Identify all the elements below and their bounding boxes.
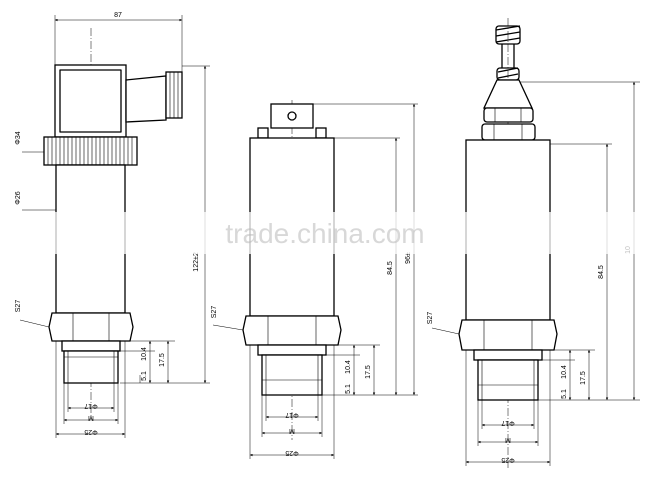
dim-5-1: 5.1 (561, 389, 568, 399)
hex-nut (458, 319, 558, 351)
dim-17-5: 17.5 (580, 371, 587, 385)
dim-5-1: 5.1 (345, 384, 352, 394)
dim-10-4: 10.4 (141, 347, 148, 361)
dim-87: 87 (114, 12, 122, 19)
spring-strain-relief (495, 25, 521, 81)
dim-m: M (88, 414, 94, 421)
dim-84-5: 84.5 (387, 261, 394, 275)
dim-17-5: 17.5 (365, 365, 372, 379)
hex-nut (242, 315, 342, 346)
dim-s27: S27 (15, 300, 22, 313)
dim-s27: S27 (211, 306, 218, 319)
dim-phi25: Φ25 (501, 456, 514, 463)
dim-phi17: Φ17 (84, 402, 97, 409)
gland-cone (482, 79, 534, 109)
dim-m: M (505, 436, 511, 443)
gland-nut-upper (483, 107, 534, 123)
dim-s27: S27 (427, 312, 434, 325)
knurled-nut (43, 136, 138, 166)
cable-gland (125, 75, 167, 123)
dim-17-5: 17.5 (159, 353, 166, 367)
dim-phi17: Φ17 (501, 419, 514, 426)
thread-port (261, 354, 323, 396)
thread-port (63, 350, 119, 384)
hex-nut (48, 312, 134, 342)
dim-5-1: 5.1 (141, 371, 148, 381)
watermark-band (20, 212, 640, 254)
view-cable-outlet: 84.5 96± S27 10.4 5.1 17.5 Φ17 M Φ25 (211, 100, 418, 459)
dim-phi25: Φ25 (84, 428, 97, 435)
dim-m: M (289, 427, 295, 434)
dim-phi25: Φ25 (285, 449, 298, 456)
dim-10-4: 10.4 (345, 360, 352, 374)
dim-phi34: Φ34 (15, 131, 22, 144)
watermark-text: trade.china.com (225, 218, 424, 249)
thread-port (477, 359, 539, 401)
gland-nut-lower (481, 123, 536, 141)
dim-122: 122±2 (193, 252, 200, 272)
dim-96: 96± (405, 252, 412, 264)
dim-phi17: Φ17 (285, 411, 298, 418)
dim-10-4: 10.4 (561, 365, 568, 379)
din-connector-housing (54, 64, 127, 138)
cable-tab (270, 103, 314, 129)
dim-phi26: Φ26 (15, 191, 22, 204)
dim-84-5: 84.5 (598, 265, 605, 279)
